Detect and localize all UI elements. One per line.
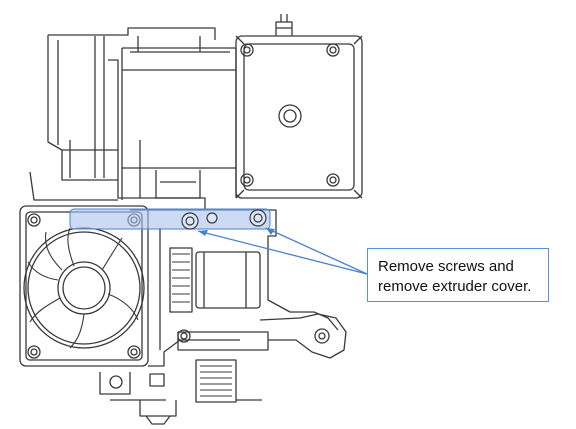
fan-screw-holes — [27, 213, 141, 359]
extruder-cover-highlight — [69, 208, 271, 230]
motor-connector — [275, 21, 293, 36]
extruder-lower-body — [99, 209, 347, 425]
stepper-motor — [235, 14, 363, 199]
fan-blades — [27, 227, 139, 349]
cooling-fan — [19, 205, 149, 367]
motor-screw-holes — [240, 43, 340, 187]
tension-lever — [259, 313, 347, 359]
callout-leader-lines — [197, 227, 368, 275]
idler-wheel — [195, 251, 261, 309]
callout-box: Remove screws and remove extruder cover. — [367, 248, 549, 302]
nozzle — [145, 415, 171, 425]
drive-gear — [169, 247, 193, 313]
heat-sink — [195, 359, 237, 403]
extruder-upper-body — [29, 27, 237, 211]
callout-text-line-1: Remove screws and — [378, 258, 514, 275]
callout-text-line-2: remove extruder cover. — [378, 278, 532, 295]
motor-shaft — [278, 104, 302, 128]
screw-icon — [181, 209, 267, 230]
